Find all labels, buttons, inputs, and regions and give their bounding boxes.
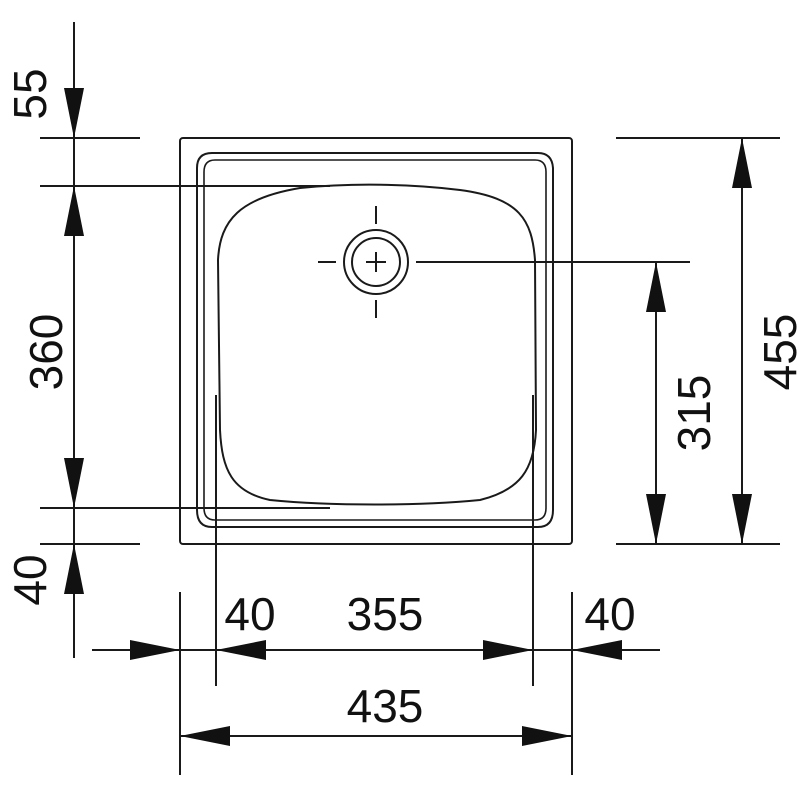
arrow-40-right-left <box>572 640 622 660</box>
label-top-offset: 55 <box>4 68 56 119</box>
outer-rim <box>179 137 573 545</box>
label-bottom-offset: 40 <box>4 554 56 605</box>
label-inner-depth: 360 <box>20 314 72 391</box>
inner-rim-outline <box>196 152 554 528</box>
arrow-355-left <box>216 640 266 660</box>
drain-outer-circle <box>343 229 409 295</box>
arrow-360-down <box>64 458 84 508</box>
drain-inner-circle <box>351 237 401 287</box>
arrow-455-down <box>732 494 752 544</box>
arrow-315-up <box>646 262 666 312</box>
label-outer-width: 435 <box>347 680 424 732</box>
arrow-40-left-right <box>130 640 180 660</box>
label-inner-width: 355 <box>347 588 424 640</box>
arrow-315-down <box>646 494 666 544</box>
arrow-355-right <box>483 640 533 660</box>
arrow-435-right <box>522 726 572 746</box>
arrow-40-up <box>64 544 84 594</box>
inner-rim-inner-line <box>203 159 547 521</box>
label-left-rim: 40 <box>224 588 275 640</box>
label-outer-depth: 455 <box>754 314 800 391</box>
arrow-360-up <box>64 186 84 236</box>
label-drain-offset: 315 <box>668 375 720 452</box>
label-right-rim: 40 <box>584 588 635 640</box>
arrow-455-up <box>732 138 752 188</box>
bowl-outline <box>216 183 538 506</box>
arrow-55-down <box>64 88 84 138</box>
arrow-435-left <box>180 726 230 746</box>
